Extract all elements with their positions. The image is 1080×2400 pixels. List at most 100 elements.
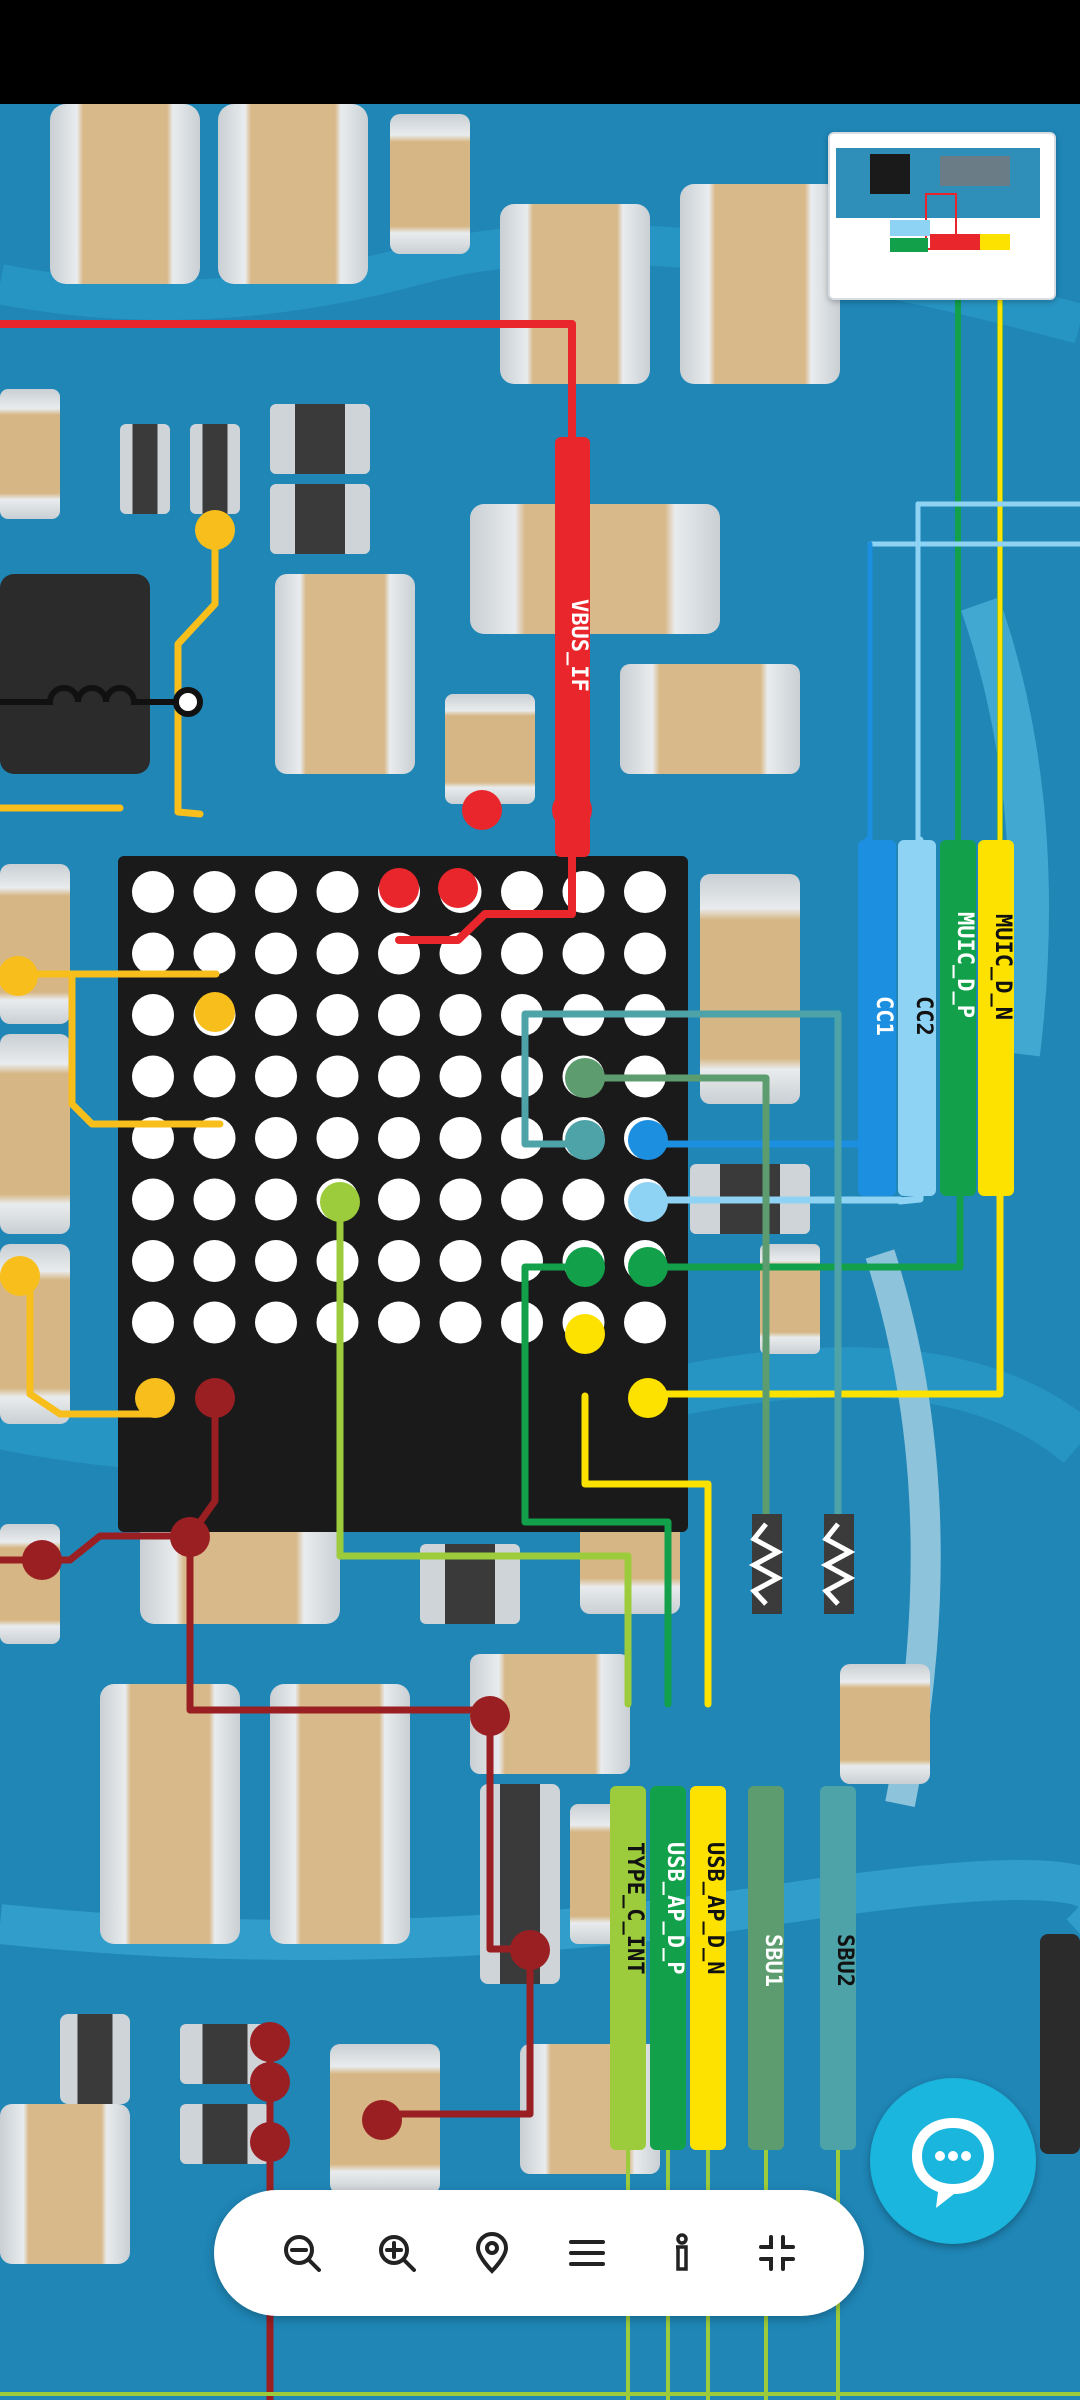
collapse-button[interactable] (747, 2223, 807, 2283)
label-type-c-int[interactable]: TYPE_C_INT (610, 1786, 647, 2150)
net-dots (0, 510, 668, 2162)
net-dot[interactable] (438, 868, 478, 908)
net-dot[interactable] (0, 956, 38, 996)
label-vbus-if[interactable]: VBUS_IF (555, 437, 591, 857)
bga-ball (193, 1178, 236, 1221)
bga-ball (501, 1240, 543, 1282)
label-sbu2[interactable]: SBU2 (820, 1786, 857, 2150)
bga-ball (378, 1117, 420, 1159)
label-usb-ap-d-n[interactable]: USB_AP_D_N (690, 1786, 727, 2150)
bga-ball (378, 1055, 420, 1098)
label-sbu1-text: SBU1 (760, 1934, 785, 1987)
bga-ball (255, 1240, 297, 1282)
net-dot[interactable] (510, 1930, 550, 1970)
net-dot[interactable] (135, 1378, 175, 1418)
label-sbu1[interactable]: SBU1 (748, 1786, 785, 2150)
net-dot[interactable] (565, 1314, 605, 1354)
net-dot[interactable] (565, 1247, 605, 1287)
bga-ball (378, 1240, 420, 1282)
location-button[interactable] (462, 2223, 522, 2283)
bga-ball (378, 994, 420, 1036)
bga-ball (255, 994, 297, 1036)
net-sbu2 (521, 1010, 842, 1588)
net-dot[interactable] (565, 1120, 605, 1160)
bga-ball (132, 871, 174, 913)
net-dot[interactable] (22, 1540, 62, 1580)
chat-button[interactable] (870, 2078, 1036, 2244)
net-dot[interactable] (250, 2122, 290, 2162)
net-dot[interactable] (462, 790, 502, 830)
status-bar (0, 0, 1080, 104)
bga-ball (316, 932, 359, 975)
bga-ball (255, 1117, 297, 1159)
menu-icon (568, 2240, 605, 2266)
bga-ball (132, 1055, 174, 1098)
bga-ball (439, 1178, 482, 1221)
label-sbu2-text: SBU2 (832, 1934, 857, 1987)
net-muic-d-p (521, 1190, 964, 1708)
collapse-icon (758, 2235, 795, 2271)
bottom-toolbar (214, 2190, 864, 2316)
label-muic-d-n[interactable]: MUIC_D_N (978, 840, 1015, 1196)
bga-ball (193, 932, 236, 975)
bga-ball (255, 1055, 297, 1098)
bga-ball (439, 1117, 482, 1159)
zoom-in-button[interactable] (367, 2223, 427, 2283)
bga-ball (439, 994, 482, 1036)
menu-button[interactable] (557, 2223, 617, 2283)
label-cc2[interactable]: CC2 (898, 840, 936, 1196)
bga-ball (378, 1178, 420, 1221)
bga-ball (193, 1301, 236, 1344)
minimap-preview (830, 134, 1054, 298)
bga-ball (439, 1240, 482, 1282)
net-dot[interactable] (628, 1378, 668, 1418)
info-button[interactable] (652, 2223, 712, 2283)
net-dot[interactable] (628, 1247, 668, 1287)
label-usb-ap-d-n-text: USB_AP_D_N (702, 1842, 727, 1974)
info-icon (675, 2233, 688, 2271)
bga-ball (316, 994, 359, 1036)
net-dot[interactable] (195, 992, 235, 1032)
label-cc2-text: CC2 (911, 996, 936, 1036)
board-minimap[interactable] (828, 132, 1056, 300)
bga-ball (132, 1240, 174, 1282)
net-dot[interactable] (0, 1256, 40, 1296)
net-dot[interactable] (565, 1058, 605, 1098)
net-dot[interactable] (195, 510, 235, 550)
net-type-c-int (336, 1198, 632, 1708)
net-dot[interactable] (320, 1182, 360, 1222)
label-muic-d-p[interactable]: MUIC_D_P (940, 840, 977, 1196)
bga-ball (316, 871, 359, 913)
location-pin-icon (475, 2232, 508, 2274)
zoom-out-button[interactable] (272, 2223, 332, 2283)
bga-ball (255, 871, 297, 913)
net-dot[interactable] (470, 1696, 510, 1736)
net-dot[interactable] (362, 2100, 402, 2140)
bga-ball (316, 1055, 359, 1098)
net-sbu1 (581, 1074, 770, 1588)
zoom-out-icon (283, 2235, 321, 2272)
label-muic-d-p-text: MUIC_D_P (952, 912, 977, 1018)
bga-ball (132, 1301, 174, 1344)
pcb-board-view[interactable]: VBUS_IF MUIC_D_N MUIC_D_P CC2 CC1 TYPE_C… (0, 104, 1080, 2400)
label-type-c-int-text: TYPE_C_INT (622, 1842, 647, 1974)
bga-ball (132, 1178, 174, 1221)
net-dot[interactable] (250, 2022, 290, 2062)
net-dot[interactable] (628, 1120, 668, 1160)
bga-ball (624, 1301, 666, 1344)
bga-ball (562, 932, 605, 975)
net-dot[interactable] (170, 1517, 210, 1557)
label-cc1[interactable]: CC1 (858, 840, 896, 1196)
label-cc1-text: CC1 (871, 996, 896, 1036)
net-dot[interactable] (628, 1182, 668, 1222)
label-vbus-if-text: VBUS_IF (566, 599, 591, 692)
net-dot[interactable] (379, 868, 419, 908)
net-dot[interactable] (195, 1378, 235, 1418)
chat-bubble-icon (912, 2118, 994, 2208)
components (0, 104, 1080, 2264)
bga-ball (193, 1240, 236, 1282)
label-usb-ap-d-p[interactable]: USB_AP_D_P (650, 1786, 687, 2150)
net-dot[interactable] (250, 2062, 290, 2102)
bga-ball (624, 871, 666, 913)
bga-ball (501, 1178, 543, 1221)
